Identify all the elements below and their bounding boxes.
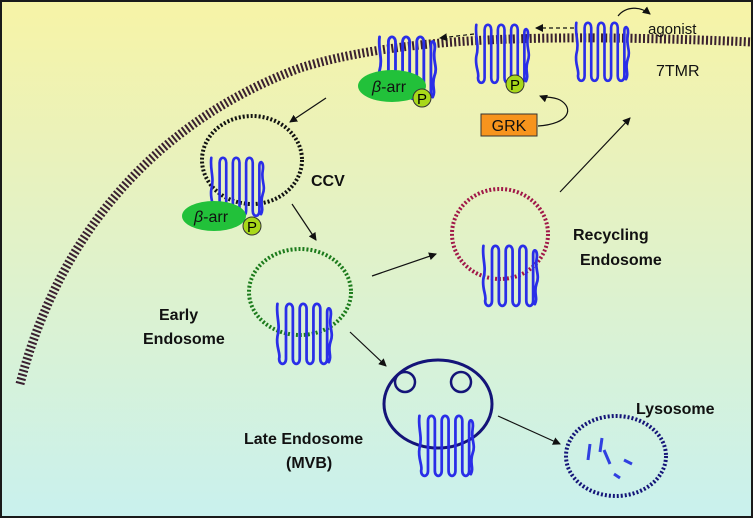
- arrow-ccv-to-early: [291, 203, 317, 241]
- receptor-label: 7TMR: [656, 63, 700, 80]
- arrow-early-to-late: [349, 331, 387, 367]
- degraded-fragment-1: [586, 443, 592, 461]
- arrow-early-to-recycling: [371, 252, 437, 277]
- recycling-endosome-label-line2: Endosome: [580, 252, 662, 269]
- late-endosome-label-line1: Late Endosome: [244, 431, 363, 448]
- phosphate-circle: [505, 74, 525, 94]
- degraded-fragment-5: [613, 472, 621, 480]
- degraded-fragment-2: [598, 437, 604, 453]
- recycling-endosome-label-line1: Recycling: [573, 227, 649, 244]
- arrestin-membrane: [358, 70, 426, 102]
- early-endosome-label-line2: Endosome: [143, 331, 225, 348]
- arrestin-membrane-label: β-arr: [371, 79, 407, 96]
- arrestin-ccv-phosphate: [242, 216, 262, 236]
- phosphate-label: P: [510, 77, 520, 94]
- lysosome-label: Lysosome: [636, 401, 715, 418]
- arrow-recycling-to-membrane: [559, 117, 631, 193]
- grk-label: GRK: [492, 118, 527, 135]
- degraded-fragment-3: [602, 449, 612, 465]
- ccv-label: CCV: [311, 173, 345, 190]
- degraded-fragment-4: [623, 458, 633, 466]
- lysosome: [564, 414, 668, 498]
- grk-box: [480, 113, 538, 137]
- intraluminal-vesicle-right: [449, 370, 473, 394]
- arrow-late-to-lysosome: [497, 415, 561, 445]
- agonist-label: agonist: [648, 21, 697, 38]
- arrestin-ccv: [182, 201, 246, 231]
- grk-phosphorylation-arrow: [537, 94, 569, 127]
- lateral-arrow-2: [439, 33, 475, 42]
- early-endosome-label-line1: Early: [159, 307, 198, 324]
- arrestin-ccv-phosphate-label: P: [247, 219, 257, 236]
- late-endosome-label-line2: (MVB): [286, 455, 332, 472]
- arrow-membrane-to-ccv: [289, 97, 327, 123]
- plasma-membrane: [15, 33, 753, 386]
- arrestin-membrane-phosphate-label: P: [417, 91, 427, 108]
- late-endosome: [382, 358, 494, 450]
- agonist-binding-arrow: [617, 6, 651, 17]
- intraluminal-vesicle-left: [393, 370, 417, 394]
- arrestin-membrane-phosphate: [412, 88, 432, 108]
- arrestin-ccv-label: β-arr: [193, 209, 229, 226]
